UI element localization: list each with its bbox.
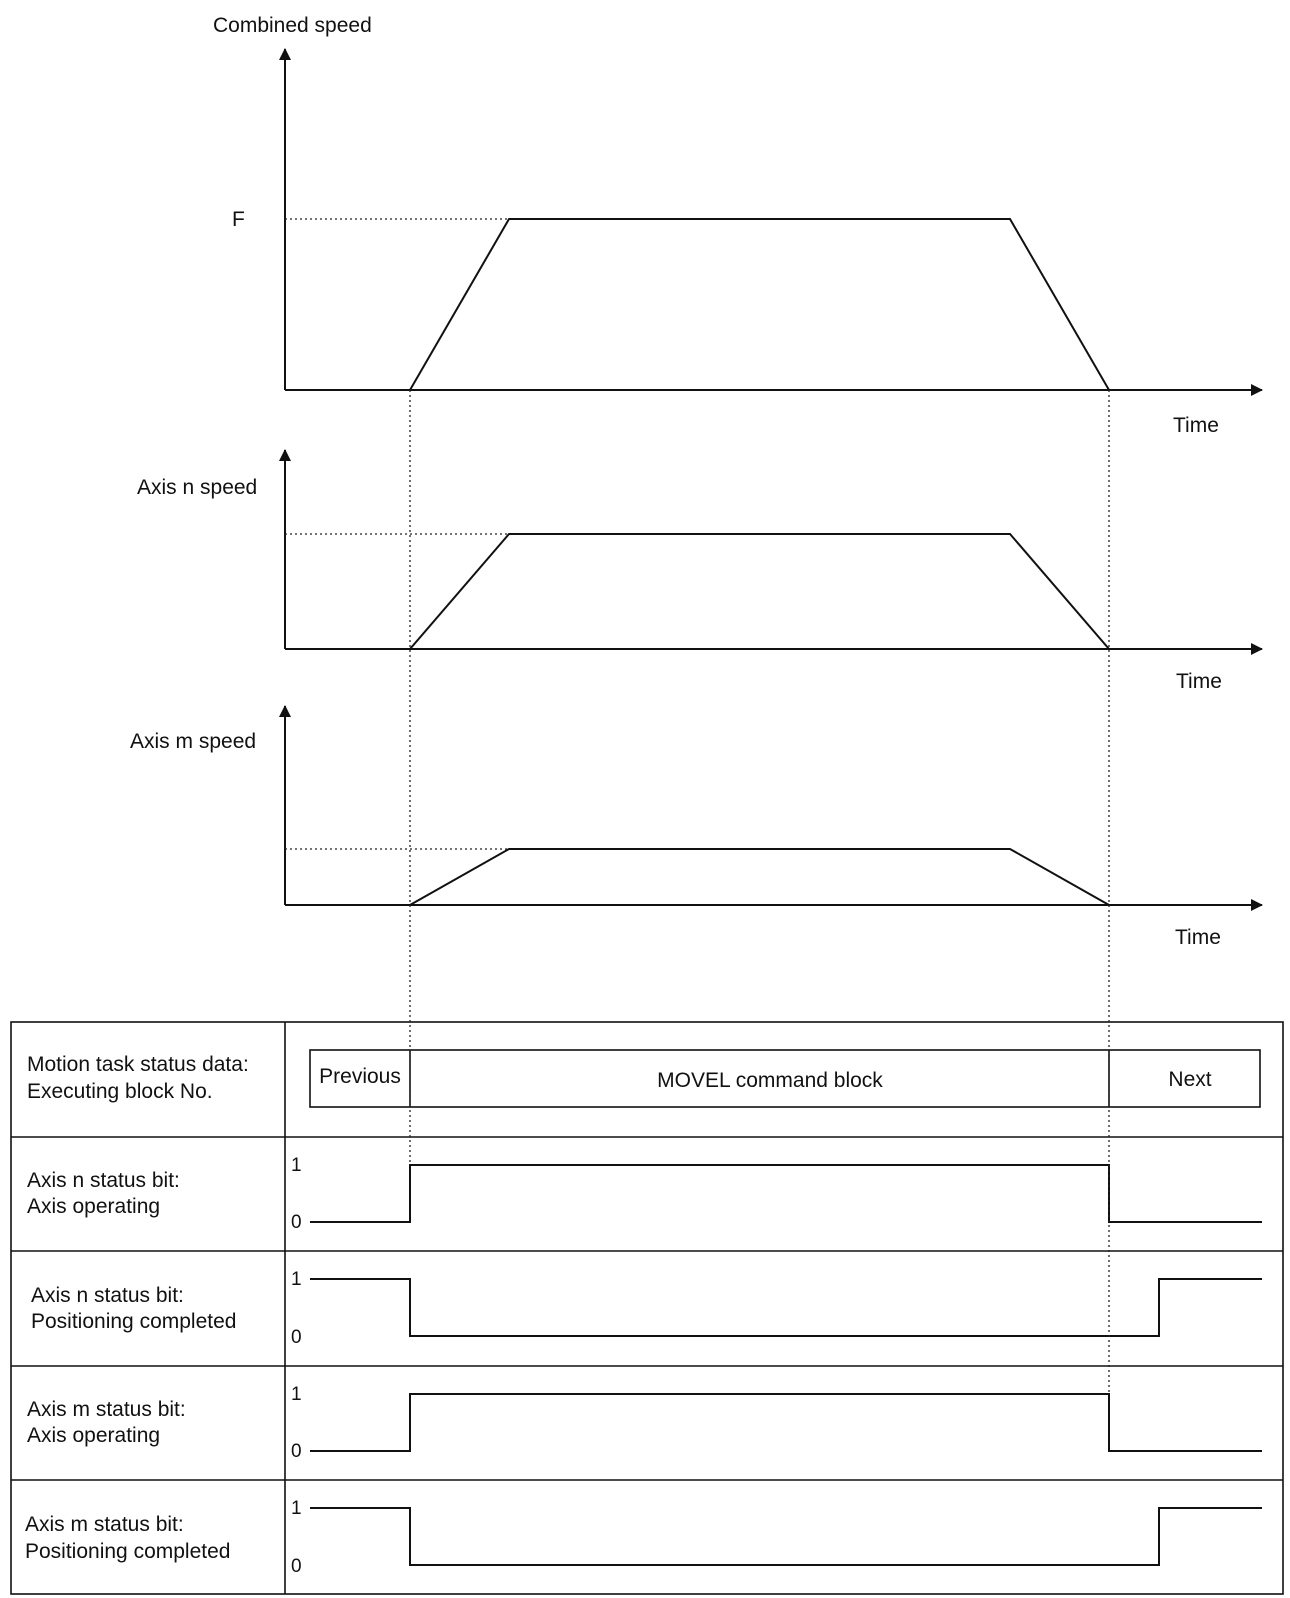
signal-low-label: 0 [291,1556,302,1577]
signal-row-label-line2: Positioning completed [31,1310,236,1333]
axis-n-operating-row: Axis n status bit: Axis operating 1 0 [27,1155,1262,1233]
axis-n-speed-chart: Axis n speed Time [137,449,1263,693]
signal-row-label-line1: Axis n status bit: [31,1284,184,1307]
axis-n-speed-axis-label: Axis n speed [137,476,257,499]
axis-m-operating-waveform [310,1393,1262,1452]
movel-block-label: MOVEL command block [657,1069,883,1092]
signal-row-label-line1: Axis n status bit: [27,1169,180,1192]
axis-n-positioning-waveform [310,1278,1262,1337]
combined-speed-axis-label: Combined speed [213,14,372,37]
signal-high-label: 1 [291,1498,302,1519]
signal-low-label: 0 [291,1327,302,1348]
axis-n-speed-time-label: Time [1176,670,1222,693]
axis-n-speed-profile [409,533,1110,650]
block-row-label-line2: Executing block No. [27,1080,213,1103]
speed-level-f-label: F [232,208,245,231]
axis-m-speed-time-label: Time [1175,926,1221,949]
signal-row-label-line2: Axis operating [27,1424,160,1447]
status-table-border [10,1021,1284,1595]
axis-m-positioning-waveform [310,1507,1262,1566]
axis-m-speed-chart: Axis m speed Time [130,705,1263,949]
signal-high-label: 1 [291,1155,302,1176]
axis-m-operating-row: Axis m status bit: Axis operating 1 0 [27,1384,1262,1462]
signal-row-label-line2: Axis operating [27,1195,160,1218]
previous-block-label: Previous [319,1065,401,1088]
signal-row-label-line2: Positioning completed [25,1540,230,1563]
block-sequence-box [309,1049,1261,1108]
block-number-row: Motion task status data: Executing block… [27,1049,1261,1108]
signal-low-label: 0 [291,1441,302,1462]
combined-speed-chart: Combined speed F Time [213,14,1263,437]
block-row-label-line1: Motion task status data: [27,1053,249,1076]
signal-high-label: 1 [291,1384,302,1405]
signal-row-label-line1: Axis m status bit: [27,1398,186,1421]
signal-row-label-line1: Axis m status bit: [25,1513,184,1536]
combined-speed-profile [409,218,1110,391]
combined-speed-time-label: Time [1173,414,1219,437]
status-table: Motion task status data: Executing block… [10,1021,1284,1595]
next-block-label: Next [1168,1068,1211,1091]
axis-m-speed-axis-label: Axis m speed [130,730,256,753]
axis-m-positioning-row: Axis m status bit: Positioning completed… [25,1498,1262,1577]
axis-n-positioning-row: Axis n status bit: Positioning completed… [31,1269,1262,1348]
axis-m-speed-profile [409,848,1110,906]
axis-n-operating-waveform [310,1164,1262,1223]
signal-low-label: 0 [291,1212,302,1233]
signal-high-label: 1 [291,1269,302,1290]
